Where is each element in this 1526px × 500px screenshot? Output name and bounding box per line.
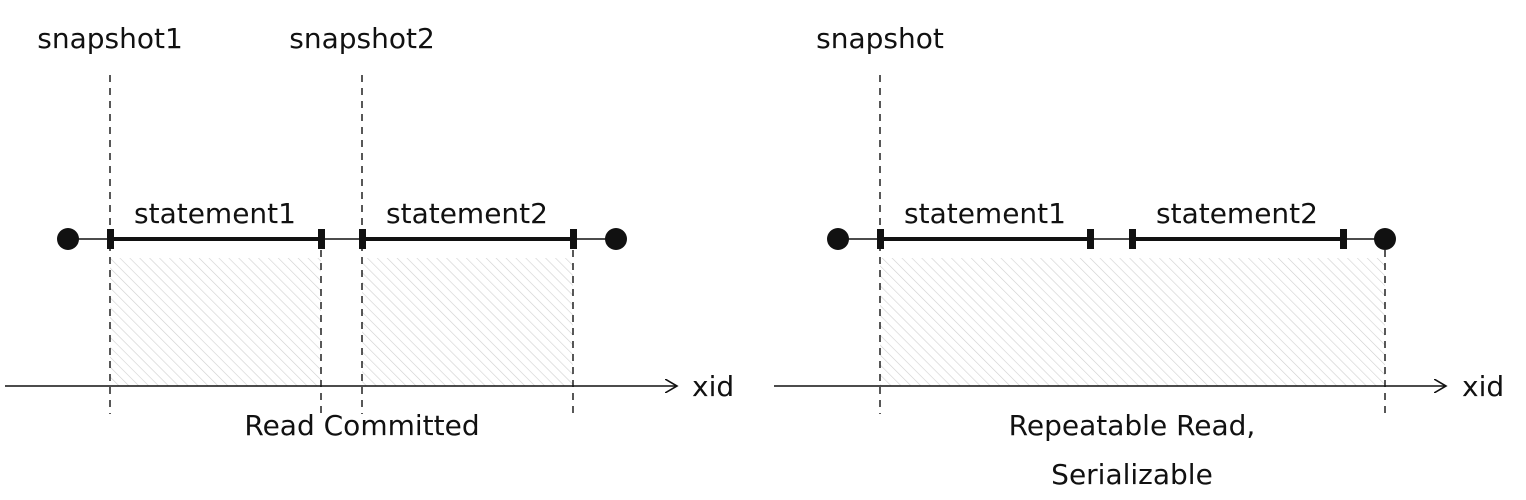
transaction-start-dot [827,228,849,250]
statement2-start-tick [359,229,366,249]
statement2-visibility-region [362,258,573,386]
statement2-start-tick [1129,229,1136,249]
transaction-start-dot [57,228,79,250]
read-committed-caption: Read Committed [244,409,479,442]
statement1-label: statement1 [904,197,1066,230]
serializable-caption: Serializable [1051,458,1213,491]
snapshot-label: snapshot [816,22,944,55]
statement2-end-tick [570,229,577,249]
statement1-end-tick [318,229,325,249]
snapshot2-label: snapshot2 [289,22,435,55]
statement2-end-tick [1340,229,1347,249]
statement1-label: statement1 [134,197,296,230]
statement2-label: statement2 [1156,197,1318,230]
repeatable-read-caption: Repeatable Read, [1009,409,1256,442]
statement1-start-tick [877,229,884,249]
transaction-visibility-region [880,258,1385,386]
statement1-start-tick [107,229,114,249]
xid-axis-label: xid [692,370,734,403]
read-committed-panel: snapshot1 snapshot2 statement1 statement… [5,22,734,442]
repeatable-read-panel: snapshot statement1 statement2 xid Repea… [774,22,1504,491]
transaction-end-dot [605,228,627,250]
statement1-visibility-region [110,258,321,386]
snapshot1-label: snapshot1 [37,22,183,55]
xid-axis-label: xid [1462,370,1504,403]
statement1-end-tick [1087,229,1094,249]
statement2-label: statement2 [386,197,548,230]
transaction-end-dot [1374,228,1396,250]
